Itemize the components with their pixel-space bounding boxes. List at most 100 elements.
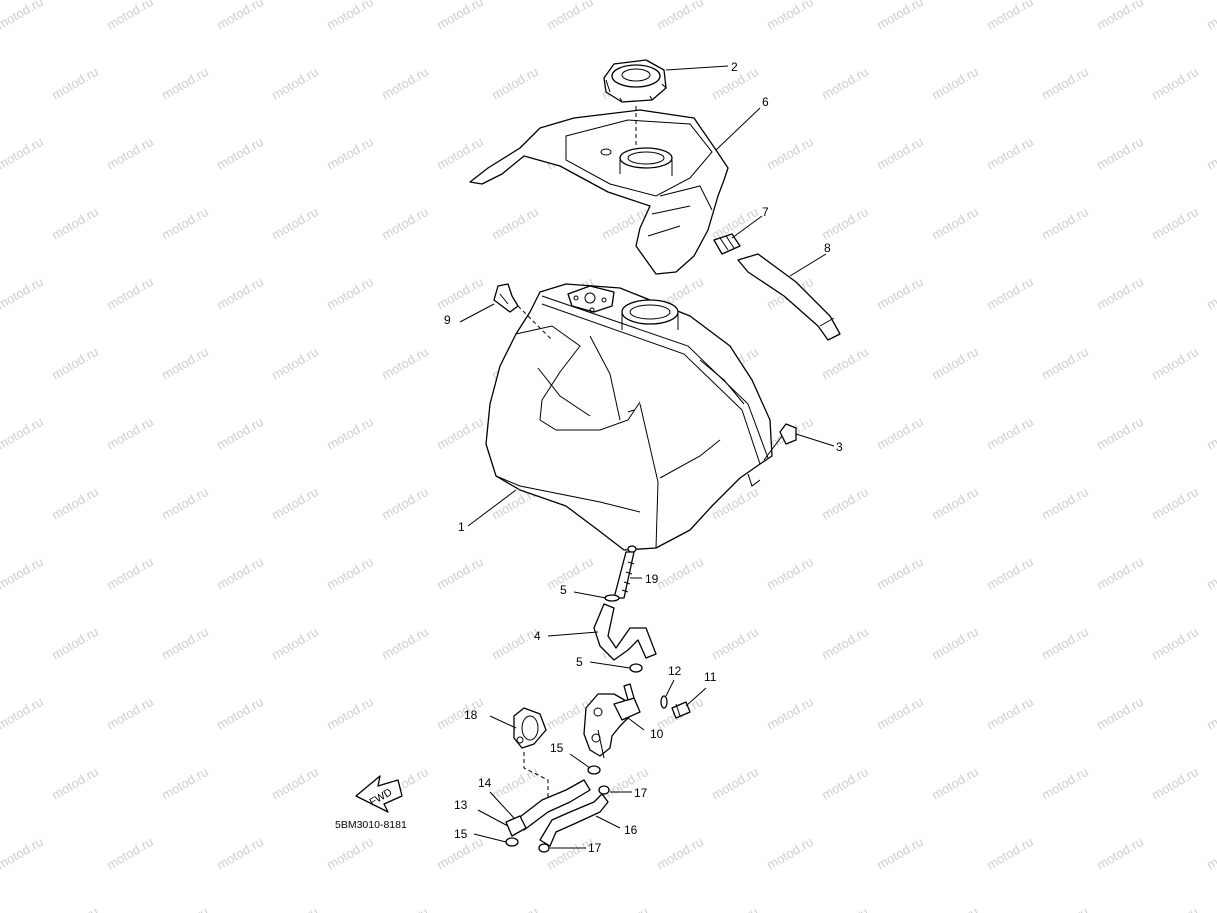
washer	[660, 695, 668, 709]
watermark-text: motod.ru	[874, 134, 926, 173]
hose-clamp-upper	[604, 594, 620, 602]
callout-4: 4	[534, 629, 541, 643]
watermark-text: motod.ru	[0, 134, 46, 173]
watermark-text: motod.ru	[1094, 554, 1146, 593]
watermark-text: motod.ru	[434, 274, 486, 313]
leader-lines	[459, 65, 835, 849]
watermark-text: motod.ru	[269, 624, 321, 663]
watermark-text: motod.ru	[0, 414, 46, 453]
callout-17-lower: 17	[588, 841, 602, 855]
holder-guide-line	[523, 752, 549, 800]
callout-11: 11	[704, 670, 717, 684]
watermark-text: motod.ru	[49, 204, 101, 243]
watermark-text: motod.ru	[1094, 134, 1146, 173]
watermark-text: motod.ru	[379, 904, 431, 913]
watermark-text: motod.ru	[1149, 624, 1201, 663]
watermark-text: motod.ru	[819, 344, 871, 383]
watermark-text: motod.ru	[929, 204, 981, 243]
callout-17-upper: 17	[634, 786, 648, 800]
watermark-text: motod.ru	[269, 344, 321, 383]
watermark-text: motod.ru	[819, 204, 871, 243]
watermark-text: motod.ru	[929, 344, 981, 383]
callout-2: 2	[731, 60, 738, 74]
watermark-text: motod.ru	[49, 484, 101, 523]
watermark-text: motod.ru	[984, 414, 1036, 453]
callout-15-lower: 15	[454, 827, 468, 841]
watermark-text: motod.ru	[1039, 764, 1091, 803]
watermark-text: motod.ru	[489, 904, 541, 913]
tank-clip	[493, 283, 519, 313]
watermark-text: motod.ru	[379, 64, 431, 103]
watermark-text: motod.ru	[984, 834, 1036, 873]
watermark-text: motod.ru	[379, 484, 431, 523]
fuel-tank	[485, 283, 773, 551]
callout-5-upper: 5	[560, 583, 567, 597]
watermark-text: motod.ru	[159, 764, 211, 803]
tank-cover	[469, 106, 729, 275]
diagram-code: 5BM3010-8181	[335, 819, 407, 831]
watermark-text: motod.ru	[1204, 694, 1217, 733]
watermark-text: motod.ru	[104, 554, 156, 593]
watermark-text: motod.ru	[984, 694, 1036, 733]
watermark-text: motod.ru	[49, 764, 101, 803]
breather-fitting	[713, 233, 741, 255]
watermark-text: motod.ru	[324, 134, 376, 173]
watermark-text: motod.ru	[984, 554, 1036, 593]
watermark-text: motod.ru	[1204, 414, 1217, 453]
watermark-text: motod.ru	[379, 624, 431, 663]
watermark-text: motod.ru	[709, 904, 761, 913]
watermark-text: motod.ru	[874, 694, 926, 733]
watermark-text: motod.ru	[434, 134, 486, 173]
fuel-cap	[603, 59, 667, 103]
clamp-upper	[587, 765, 601, 775]
callout-9: 9	[444, 313, 451, 327]
watermark-text: motod.ru	[159, 204, 211, 243]
watermark-text: motod.ru	[1149, 764, 1201, 803]
watermark-text: motod.ru	[214, 834, 266, 873]
hose-joint	[505, 815, 527, 837]
callout-8: 8	[824, 241, 831, 255]
watermark-text: motod.ru	[764, 694, 816, 733]
watermark-text: motod.ru	[709, 204, 761, 243]
screw	[671, 701, 691, 719]
fuel-cock	[583, 683, 641, 759]
watermark-text: motod.ru	[489, 64, 541, 103]
callout-10: 10	[650, 727, 664, 741]
watermark-text: motod.ru	[0, 834, 46, 873]
watermark-text: motod.ru	[874, 414, 926, 453]
watermark-text: motod.ru	[214, 554, 266, 593]
watermark-text: motod.ru	[49, 344, 101, 383]
watermark-text: motod.ru	[1094, 0, 1146, 33]
watermark-text: motod.ru	[599, 904, 651, 913]
watermark-text: motod.ru	[434, 694, 486, 733]
watermark-text: motod.ru	[874, 834, 926, 873]
tank-bolt	[763, 423, 797, 461]
watermark-text: motod.ru	[269, 764, 321, 803]
watermark-text: motod.ru	[874, 554, 926, 593]
callout-14: 14	[478, 776, 492, 790]
watermark-text: motod.ru	[544, 554, 596, 593]
watermark-text: motod.ru	[819, 624, 871, 663]
watermark-text: motod.ru	[819, 484, 871, 523]
watermark-text: motod.ru	[1149, 904, 1201, 913]
watermark-text: motod.ru	[104, 134, 156, 173]
watermark-text: motod.ru	[929, 64, 981, 103]
watermark-text: motod.ru	[929, 624, 981, 663]
fwd-arrow: FWD	[355, 775, 403, 813]
watermark-text: motod.ru	[104, 274, 156, 313]
watermark-text: motod.ru	[764, 554, 816, 593]
watermark-text: motod.ru	[984, 134, 1036, 173]
watermark-text: motod.ru	[434, 0, 486, 33]
clamp-lower	[505, 837, 519, 847]
callout-6: 6	[762, 95, 769, 109]
watermark-text: motod.ru	[104, 694, 156, 733]
watermark-text: motod.ru	[1039, 64, 1091, 103]
watermark-text: motod.ru	[434, 554, 486, 593]
watermark-text: motod.ru	[654, 0, 706, 33]
callout-15-upper: 15	[550, 741, 564, 755]
watermark-text: motod.ru	[1204, 134, 1217, 173]
watermark-text: motod.ru	[214, 134, 266, 173]
watermark-text: motod.ru	[929, 764, 981, 803]
watermark-text: motod.ru	[489, 764, 541, 803]
